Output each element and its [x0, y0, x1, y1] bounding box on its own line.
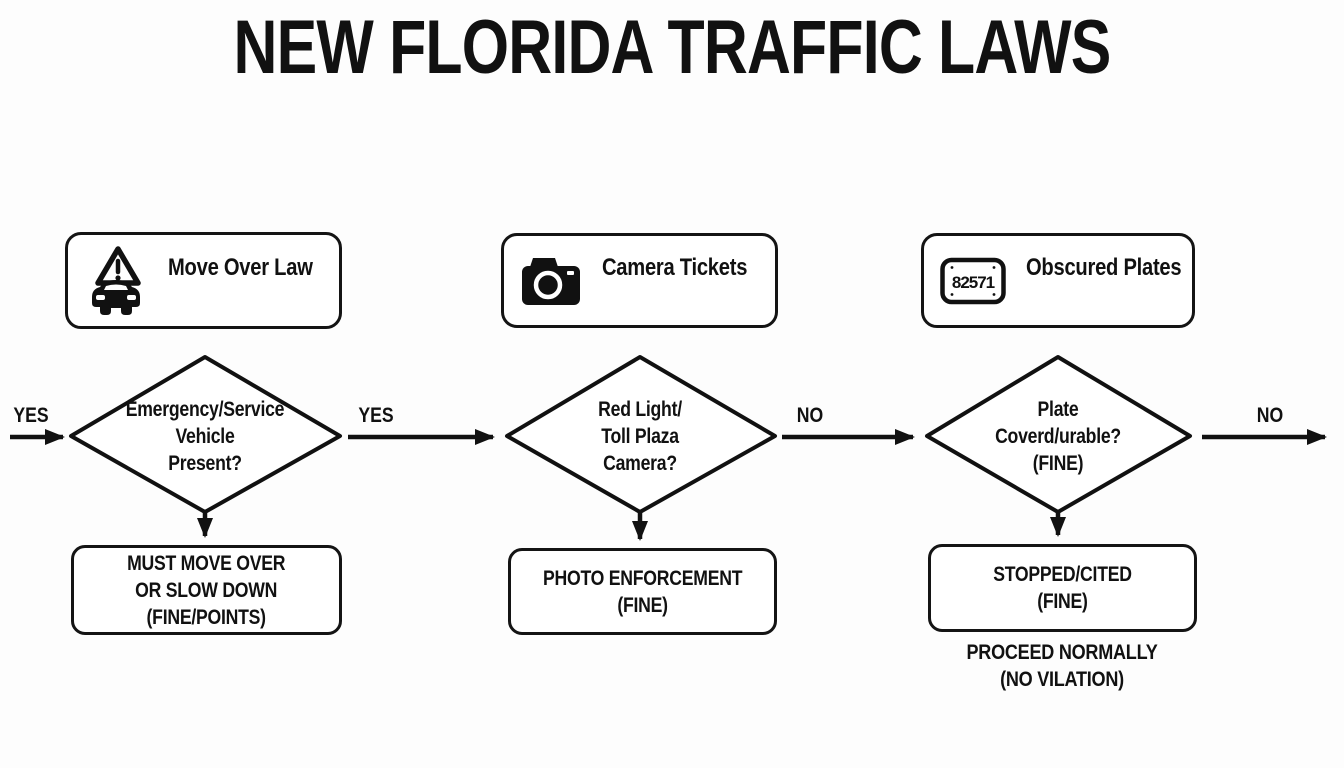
- decision-line: Plate: [1037, 398, 1079, 421]
- decision-line: (FINE): [1032, 452, 1084, 475]
- edge-label-exit-no: NO: [1256, 404, 1284, 427]
- decision-line: Present?: [168, 452, 242, 475]
- page-title: NEW FLORIDA TRAFFIC LAWS: [233, 5, 1112, 90]
- decision-line: Red Light/: [598, 398, 682, 421]
- outcome-line: STOPPED/CITED: [993, 563, 1132, 586]
- outcome-line: OR SLOW DOWN: [135, 578, 278, 602]
- footnote-line: (NO VILATION): [1000, 667, 1124, 691]
- license-plate-icon: 82571: [940, 257, 1006, 305]
- decision-line: Vehicle: [175, 425, 235, 448]
- footnote-line: PROCEED NORMALLY: [966, 640, 1158, 664]
- edge-label-entry-yes: YES: [13, 404, 49, 427]
- camera-icon: [520, 255, 582, 307]
- decision-text-move-over: Emergency/Service Vehicle Present?: [96, 396, 314, 477]
- decision-line: Emergency/Service: [125, 398, 285, 421]
- outcome-box-move-over: MUST MOVE OVER OR SLOW DOWN (FINE/POINTS…: [71, 545, 342, 635]
- outcome-box-camera: PHOTO ENFORCEMENT (FINE): [508, 548, 777, 635]
- decision-text-plates: Plate Coverd/urable? (FINE): [949, 396, 1167, 477]
- outcome-line: (FINE): [1037, 590, 1088, 613]
- edge-label-no: NO: [796, 404, 824, 427]
- outcome-line: (FINE/POINTS): [146, 605, 267, 629]
- plate-number: 82571: [952, 273, 995, 292]
- decision-line: Camera?: [603, 452, 677, 475]
- outcome-line: PHOTO ENFORCEMENT: [542, 566, 743, 590]
- header-box-camera: Camera Tickets: [501, 233, 778, 328]
- header-box-plates: 82571 Obscured Plates: [921, 233, 1195, 328]
- decision-line: Coverd/urable?: [995, 425, 1121, 448]
- header-box-move-over: Move Over Law: [65, 232, 342, 329]
- car-warning-icon: [84, 245, 148, 317]
- plates-footnote: PROCEED NORMALLY (NO VILATION): [928, 639, 1197, 693]
- outcome-line: MUST MOVE OVER: [127, 551, 286, 575]
- header-label: Move Over Law: [168, 253, 313, 281]
- outcome-line: (FINE): [617, 593, 668, 617]
- header-label: Camera Tickets: [602, 253, 748, 281]
- decision-text-camera: Red Light/ Toll Plaza Camera?: [531, 396, 749, 477]
- edge-label-yes: YES: [358, 404, 394, 427]
- outcome-box-plates: STOPPED/CITED (FINE): [928, 544, 1197, 632]
- decision-line: Toll Plaza: [601, 425, 679, 448]
- header-label: Obscured Plates: [1026, 253, 1182, 281]
